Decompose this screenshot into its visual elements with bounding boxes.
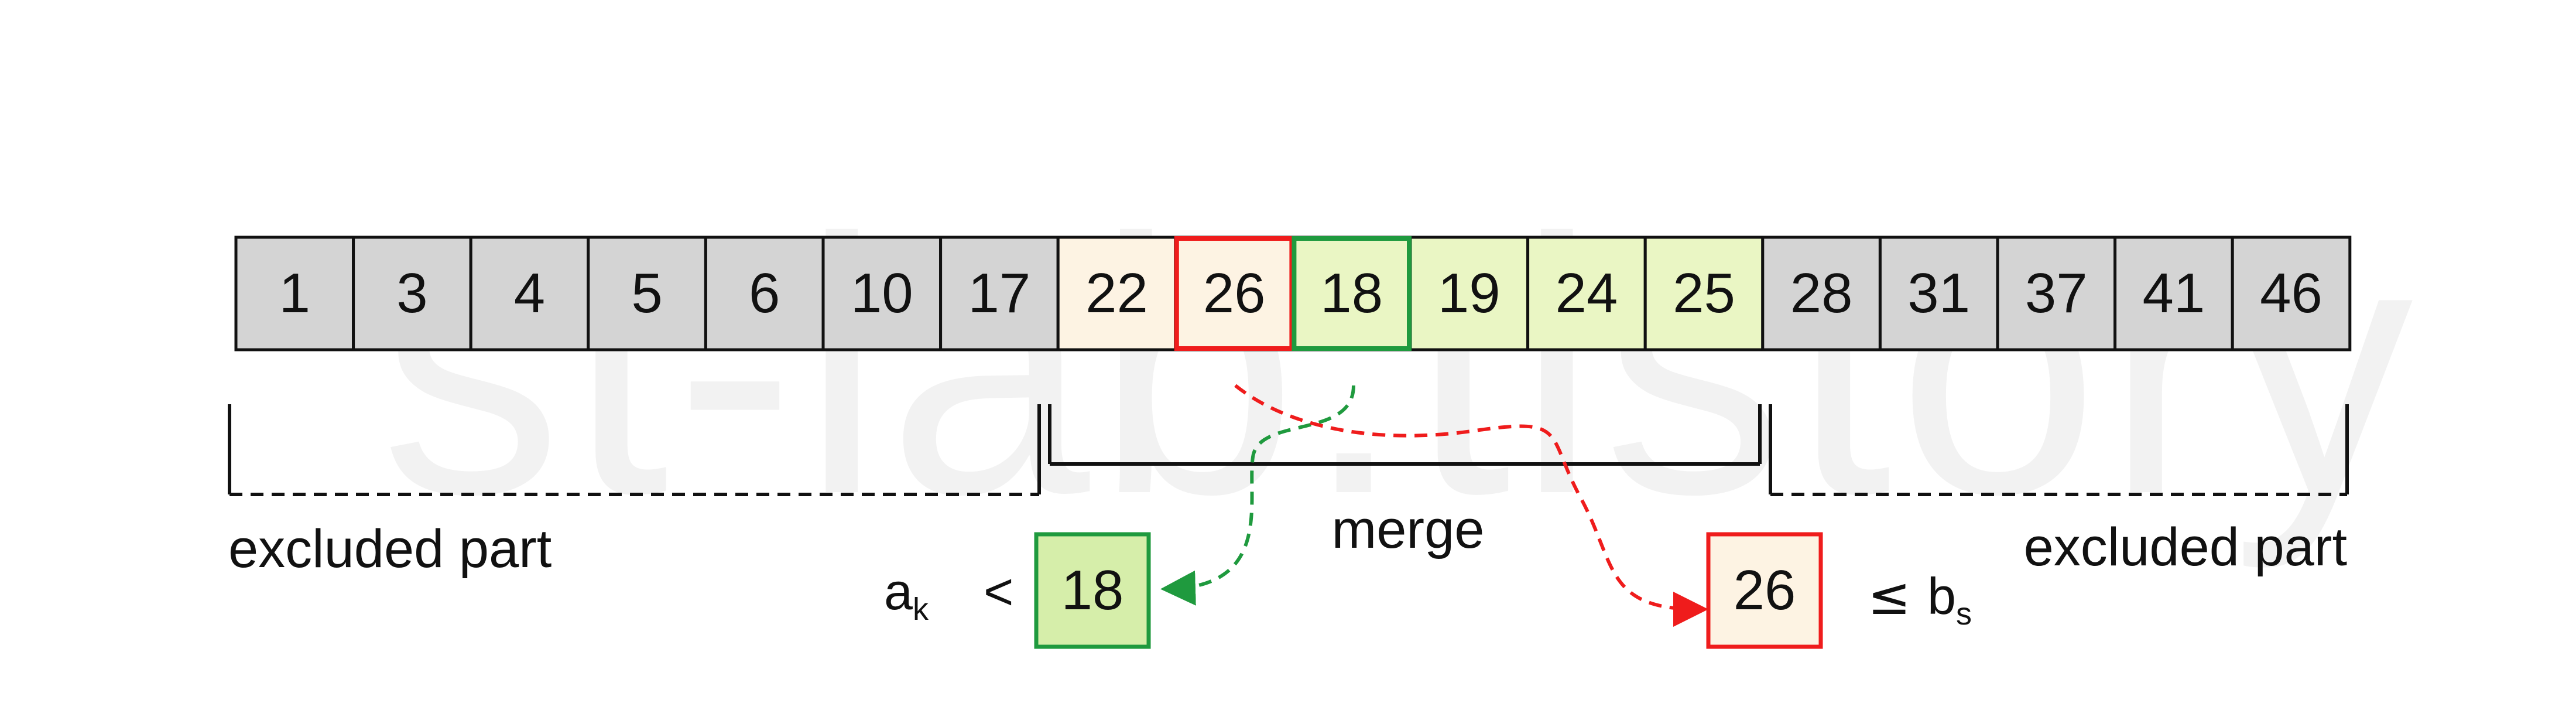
array-cell <box>2113 236 2234 352</box>
green-result-value: 18 <box>1061 559 1124 622</box>
merge-label: merge <box>1332 500 1485 559</box>
array-cell-value: 31 <box>1907 262 1970 325</box>
array-cell-value: 18 <box>1320 262 1383 325</box>
array-cell-value: 3 <box>396 262 427 325</box>
array-cell-value: 4 <box>514 262 545 325</box>
excluded-left-bracket <box>228 404 1041 496</box>
array-cell-value: 24 <box>1556 262 1618 325</box>
less-than-operator: < <box>984 562 1013 620</box>
array-cell-value: 26 <box>1203 262 1266 325</box>
ak-main: a <box>884 562 913 620</box>
array-cell <box>1761 236 1882 352</box>
excluded-right-bracket <box>1769 404 2349 496</box>
green-result-box <box>1034 532 1151 649</box>
array-cell-value: 10 <box>851 262 913 325</box>
array-cell-value: 37 <box>2025 262 2088 325</box>
array-cell <box>469 236 590 352</box>
array-cell <box>1526 236 1647 352</box>
array-cell <box>1996 236 2117 352</box>
array-cell-value: 6 <box>749 262 780 325</box>
array-cell <box>704 236 825 352</box>
array-cell-value: 17 <box>968 262 1031 325</box>
bs-subscript: s <box>1956 596 1972 632</box>
array-cell <box>2231 236 2352 352</box>
array-cell <box>1878 236 1999 352</box>
less-equal-operator: ≤ <box>1868 566 1911 626</box>
array-cell <box>821 236 943 352</box>
array-cell <box>587 236 707 352</box>
bs-main: b <box>1927 567 1956 625</box>
ak-symbol: ak <box>884 562 929 627</box>
ak-subscript: k <box>913 592 929 627</box>
array-cell-value: 46 <box>2260 262 2322 325</box>
array-cells: 1 3 4 5 6 10 17 22 26 18 19 24 25 28 31 37 41 46 <box>234 236 2352 352</box>
array-cell-value: 5 <box>631 262 662 325</box>
array-cell-value: 19 <box>1438 262 1501 325</box>
array-cell-value: 1 <box>279 262 310 325</box>
array-cell-value: 41 <box>2143 262 2205 325</box>
bs-symbol: bs <box>1927 567 1972 632</box>
array-cell <box>352 236 472 352</box>
merge-bracket <box>1048 404 1762 466</box>
excluded-left-label: excluded part <box>228 519 551 579</box>
excluded-right-label: excluded part <box>2024 517 2347 577</box>
right-condition: 26 ≤ bs <box>1706 532 1972 649</box>
highlight-border <box>1292 236 1412 351</box>
red-result-value: 26 <box>1734 559 1796 622</box>
array-cell-value: 22 <box>1085 262 1148 325</box>
red-arrow <box>1234 384 1708 627</box>
red-result-box <box>1706 532 1823 649</box>
array-cell-value: 28 <box>1790 262 1853 325</box>
array-cell <box>1643 236 1765 352</box>
array-cell <box>1056 236 1177 352</box>
array-cell <box>234 236 355 352</box>
left-condition: ak < 18 <box>884 532 1151 649</box>
green-arrow <box>1160 385 1355 606</box>
array-cell-value: 25 <box>1673 262 1735 325</box>
